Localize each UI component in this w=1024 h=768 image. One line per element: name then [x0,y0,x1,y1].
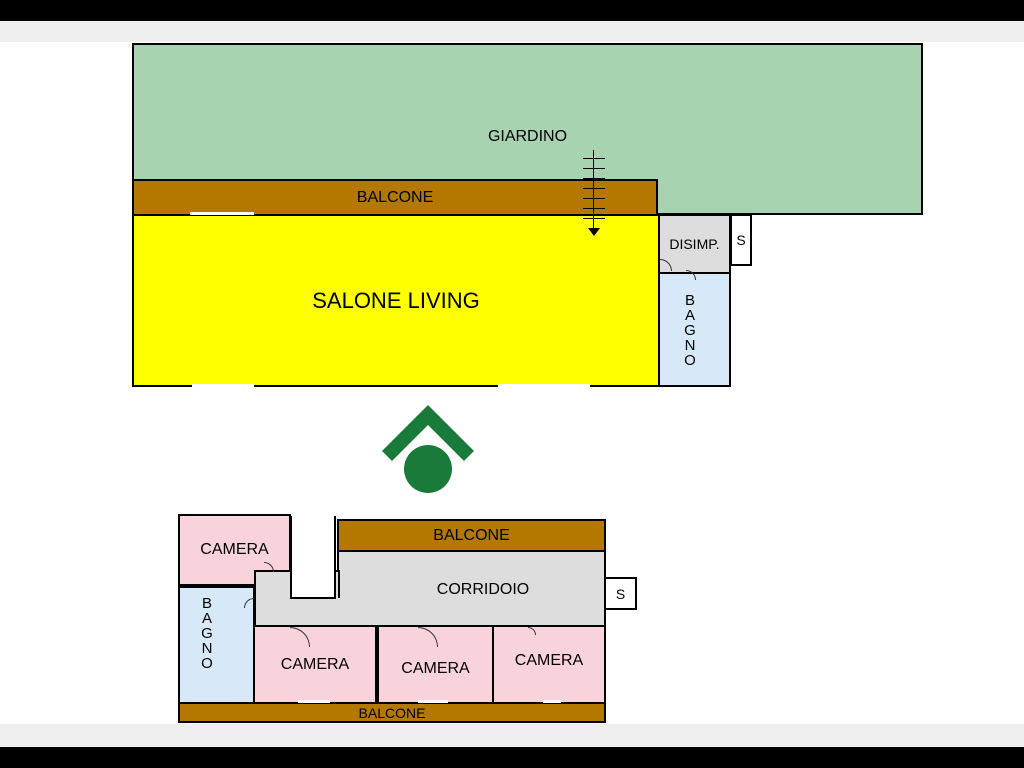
window [192,384,254,387]
label-corridoio: CORRIDOIO [436,581,530,598]
bottom-black-bar [0,747,1024,768]
window [298,700,330,703]
room-balcone-upper: BALCONE [132,179,658,216]
room-s-lower: S [604,577,637,610]
room-camera-3: CAMERA [492,625,606,704]
room-camera-1: CAMERA [253,625,377,704]
room-bagno-lower [178,586,255,704]
top-gray-band [0,21,1024,42]
label-camera-top-left: CAMERA [200,541,269,558]
house-roof-logo-icon [380,405,476,495]
window [543,700,561,703]
label-disimpegno: DISIMP. [669,236,720,252]
label-camera-2: CAMERA [401,659,470,677]
label-balcone-upper: BALCONE [356,188,434,206]
label-salone-living: SALONE LIVING [312,287,480,313]
window [498,384,590,387]
top-black-bar [0,0,1024,21]
label-s-upper: S [736,232,746,248]
window [418,700,448,703]
label-balcone-lower-top: BALCONE [433,526,510,544]
bottom-gray-band [0,724,1024,747]
room-balcone-lower-bottom: BALCONE [178,702,606,723]
corridoio-notch [290,516,336,599]
corridoio-joint [338,598,342,625]
stairs-icon [583,150,605,236]
room-s-upper: S [730,214,752,266]
label-balcone-lower-bottom: BALCONE [358,704,426,721]
door-arc-icon [244,598,254,608]
label-bagno-lower: B A G N O [201,595,213,672]
label-camera-1: CAMERA [280,655,350,673]
room-salone-living: SALONE LIVING [132,214,660,387]
label-camera-3: CAMERA [514,651,584,669]
label-bagno-upper: B A G N O [684,292,696,369]
window [190,212,254,215]
room-bagno-upper [658,272,731,387]
room-balcone-lower-top: BALCONE [337,519,606,552]
label-s-lower: S [615,585,626,602]
label-giardino: GIARDINO [487,128,568,145]
